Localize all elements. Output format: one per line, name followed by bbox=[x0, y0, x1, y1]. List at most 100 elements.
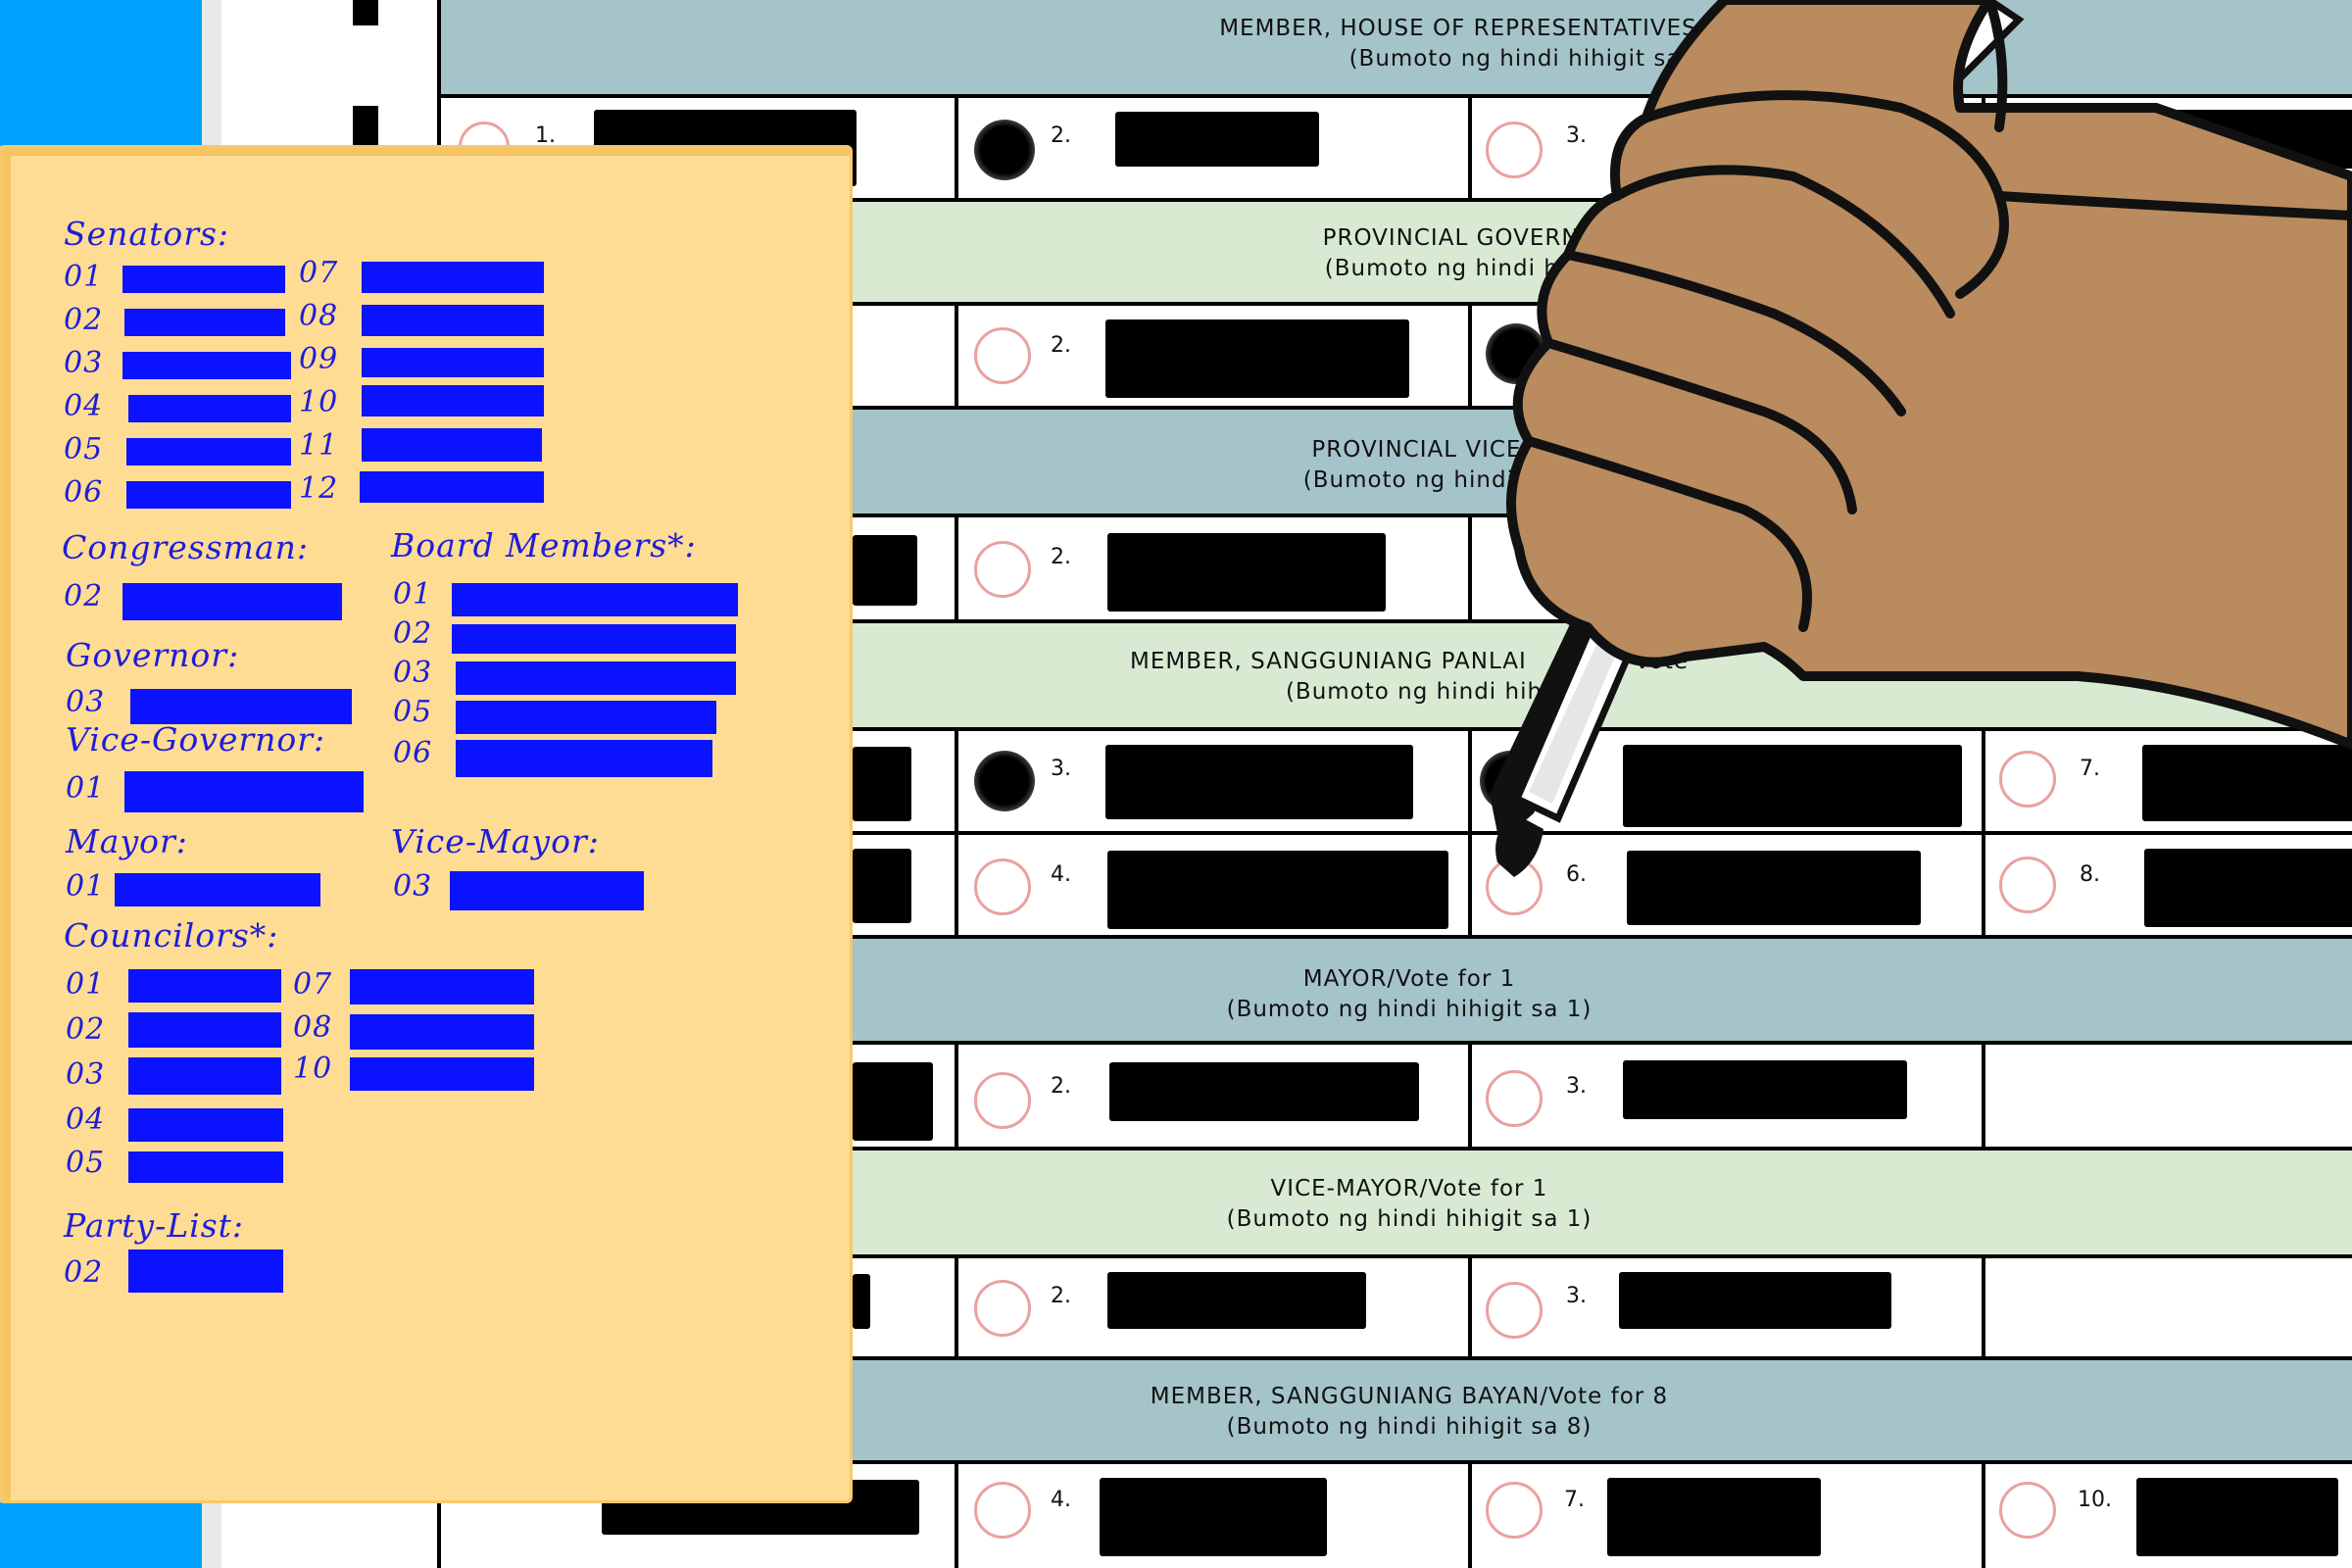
vote-oval[interactable] bbox=[1999, 857, 2056, 913]
redacted-candidate-name bbox=[1107, 1272, 1366, 1329]
section-subtitle: (Bumoto ng hindi hih bbox=[1285, 679, 1544, 705]
senator-number: 01 bbox=[64, 260, 104, 294]
councilors-label: Councilors*: bbox=[64, 916, 279, 955]
candidate-number: 2. bbox=[1051, 1074, 1071, 1099]
redacted-candidate-name bbox=[2136, 1478, 2338, 1556]
redacted-name-bar bbox=[128, 395, 291, 422]
redacted-candidate-name bbox=[1623, 1060, 1907, 1119]
councilor-number: 02 bbox=[66, 1012, 106, 1047]
redacted-candidate-name bbox=[1619, 1272, 1891, 1329]
redacted-name-bar bbox=[128, 969, 281, 1003]
redacted-name-bar bbox=[360, 471, 544, 503]
redacted-candidate-name bbox=[2144, 849, 2352, 927]
board-member-number: 01 bbox=[393, 577, 433, 612]
timing-mark bbox=[353, 0, 378, 25]
vote-oval[interactable] bbox=[1486, 122, 1543, 178]
redacted-name-bar bbox=[126, 481, 291, 509]
board-member-number: 05 bbox=[393, 695, 433, 729]
senator-number: 07 bbox=[299, 256, 339, 290]
board-member-number: 06 bbox=[393, 736, 433, 770]
redacted-name-bar bbox=[450, 871, 644, 910]
vote-oval[interactable] bbox=[1999, 751, 2056, 808]
councilor-number: 10 bbox=[293, 1052, 333, 1086]
section-subtitle: (Bumoto ng hindi hi bbox=[1302, 467, 1545, 493]
redacted-name-bar bbox=[128, 1012, 281, 1048]
redacted-name-bar bbox=[124, 771, 364, 812]
senator-number: 03 bbox=[64, 346, 104, 380]
redacted-name-bar bbox=[122, 266, 285, 293]
vote-oval[interactable] bbox=[974, 1280, 1031, 1337]
candidate-number: 6. bbox=[1566, 862, 1587, 887]
redacted-candidate-name bbox=[1623, 745, 1962, 827]
vote-oval[interactable] bbox=[974, 1482, 1031, 1539]
hand-icon bbox=[1506, 0, 2352, 750]
candidate-number: 7. bbox=[2080, 757, 2100, 781]
redacted-name-bar bbox=[128, 1250, 283, 1293]
councilor-number: 05 bbox=[66, 1146, 106, 1180]
party-list-number: 02 bbox=[64, 1255, 104, 1290]
vote-oval[interactable] bbox=[1486, 1282, 1543, 1339]
candidate-number: 7. bbox=[1564, 1488, 1585, 1512]
vote-oval[interactable] bbox=[974, 541, 1031, 598]
ballot-section-header: MEMBER, HOUSE OF REPRESENTATIVES (Bumoto… bbox=[437, 0, 2352, 98]
section-subtitle: (Bumoto ng hindi hihigit sa 1 bbox=[1348, 46, 1705, 72]
vote-oval-filled[interactable] bbox=[974, 751, 1035, 811]
section-title: VICE-MAYOR/Vote for 1 bbox=[1270, 1176, 1548, 1201]
councilor-number: 03 bbox=[66, 1057, 106, 1092]
sticky-note-cheat-sheet: Senators: 01 02 03 04 05 06 07 08 09 10 … bbox=[0, 145, 853, 1503]
redacted-name-bar bbox=[456, 701, 716, 734]
redacted-name-bar bbox=[456, 662, 736, 695]
redacted-name-bar bbox=[124, 309, 285, 336]
redacted-name-bar bbox=[452, 583, 738, 616]
congressman-label: Congressman: bbox=[62, 528, 310, 566]
governor-label: Governor: bbox=[66, 636, 240, 674]
redacted-candidate-name bbox=[1105, 745, 1413, 819]
candidate-number: 3. bbox=[1566, 1284, 1587, 1308]
timing-mark bbox=[353, 106, 378, 149]
redacted-name-bar bbox=[126, 438, 291, 466]
board-members-label: Board Members*: bbox=[391, 526, 697, 564]
vote-oval[interactable] bbox=[1486, 1070, 1543, 1127]
senator-number: 12 bbox=[299, 471, 339, 506]
senator-number: 02 bbox=[64, 303, 104, 337]
mayor-label: Mayor: bbox=[66, 822, 188, 860]
senator-number: 04 bbox=[64, 389, 104, 423]
senator-number: 11 bbox=[299, 428, 339, 463]
section-title: MAYOR/Vote for 1 bbox=[1302, 966, 1516, 992]
vote-oval[interactable] bbox=[974, 858, 1031, 915]
redacted-name-bar bbox=[362, 348, 544, 377]
redacted-name-bar bbox=[128, 1057, 281, 1095]
vice-governor-number: 01 bbox=[66, 771, 106, 806]
vote-oval[interactable] bbox=[974, 327, 1031, 384]
vote-oval[interactable] bbox=[1486, 1482, 1543, 1539]
redacted-name-bar bbox=[362, 428, 542, 462]
redacted-candidate-name bbox=[1107, 851, 1448, 929]
councilor-number: 07 bbox=[293, 967, 333, 1002]
redacted-candidate-name bbox=[1109, 1062, 1419, 1121]
redacted-candidate-name bbox=[2142, 745, 2352, 821]
vote-oval[interactable] bbox=[1486, 858, 1543, 915]
redacted-name-bar bbox=[452, 624, 736, 654]
candidate-number: 2. bbox=[1051, 123, 1071, 148]
candidate-number: 2. bbox=[1051, 1284, 1071, 1308]
party-list-label: Party-List: bbox=[64, 1206, 245, 1245]
section-subtitle: (Bumoto ng hindi hihigit sa 8) bbox=[1226, 1414, 1592, 1440]
councilor-number: 08 bbox=[293, 1010, 333, 1045]
redacted-name-bar bbox=[128, 1108, 283, 1142]
section-subtitle: (Bumoto ng hindi hihigit sa 1) bbox=[1226, 1206, 1592, 1232]
candidate-number: 4. bbox=[1051, 1488, 1071, 1512]
candidate-number: 4. bbox=[1051, 862, 1071, 887]
vice-mayor-label: Vice-Mayor: bbox=[391, 822, 600, 860]
redacted-name-bar bbox=[456, 740, 712, 777]
vote-oval[interactable] bbox=[1999, 1482, 2056, 1539]
section-title: MEMBER, SANGGUNIANG PANLAIVote bbox=[441, 647, 2352, 677]
vote-oval-filled[interactable] bbox=[974, 120, 1035, 180]
councilor-number: 01 bbox=[66, 967, 106, 1002]
vice-mayor-number: 03 bbox=[393, 869, 433, 904]
candidate-number: 2. bbox=[1051, 545, 1071, 569]
vote-oval[interactable] bbox=[974, 1072, 1031, 1129]
redacted-name-bar bbox=[350, 1057, 534, 1091]
senator-number: 10 bbox=[299, 385, 339, 419]
redacted-name-bar bbox=[362, 262, 544, 293]
